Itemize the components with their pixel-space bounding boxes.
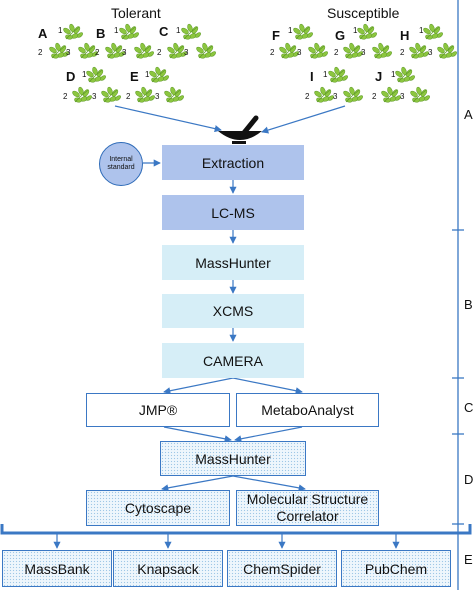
arrow-camera-to-jmp xyxy=(163,377,234,395)
replicate-2: 2 xyxy=(126,92,131,101)
replicate-1: 1 xyxy=(288,26,293,35)
replicate-3: 3 xyxy=(428,48,433,57)
replicate-3: 3 xyxy=(333,92,338,101)
replicate-3: 3 xyxy=(66,48,71,57)
replicate-3: 3 xyxy=(155,92,160,101)
masshunter-processing-box: MassHunter xyxy=(162,245,304,280)
replicate-1: 1 xyxy=(145,70,150,79)
massbank-box: MassBank xyxy=(2,550,112,587)
susceptible-title: Susceptible xyxy=(327,5,400,21)
plant-seedling-icon-a xyxy=(48,23,100,60)
stage-label-d: D xyxy=(464,472,474,487)
replicate-2: 2 xyxy=(305,92,310,101)
stage-label-c: C xyxy=(464,400,474,415)
molecular-structure-correlator-box: Molecular Structure Correlator xyxy=(236,490,379,526)
cytoscape-box: Cytoscape xyxy=(86,490,230,526)
plant-label-g: G xyxy=(335,28,346,43)
plant-seedling-icon-c xyxy=(166,23,218,60)
replicate-2: 2 xyxy=(38,48,43,57)
replicate-1: 1 xyxy=(353,26,358,35)
replicate-1: 1 xyxy=(114,26,119,35)
plant-seedling-icon-d xyxy=(71,66,123,104)
arrow-masshunter-to-msc xyxy=(232,475,306,492)
replicate-3: 3 xyxy=(92,92,97,101)
extraction-box: Extraction xyxy=(162,145,304,180)
plant-label-d: D xyxy=(66,69,76,84)
replicate-2: 2 xyxy=(157,48,162,57)
plant-seedling-icon-g xyxy=(342,23,394,60)
replicate-1: 1 xyxy=(419,26,424,35)
replicate-3: 3 xyxy=(122,48,127,57)
database-bracket xyxy=(0,524,472,535)
arrow-camera-to-metaboanalyst xyxy=(232,377,303,395)
arrow-masshunter-to-cytoscape xyxy=(161,475,234,492)
stage-label-b: B xyxy=(464,297,473,312)
plant-seedling-icon-i xyxy=(313,66,365,104)
replicate-1: 1 xyxy=(176,26,181,35)
arrow-metaboanalyst-to-masshunter xyxy=(234,426,303,443)
replicate-1: 1 xyxy=(58,26,63,35)
knapsack-box: Knapsack xyxy=(113,550,223,587)
tolerant-title: Tolerant xyxy=(111,5,161,21)
plant-label-b: B xyxy=(96,26,106,41)
replicate-2: 2 xyxy=(270,48,275,57)
chemspider-box: ChemSpider xyxy=(227,550,337,587)
replicate-1: 1 xyxy=(82,70,87,79)
plant-label-h: H xyxy=(400,28,410,43)
jmp-box: JMP® xyxy=(86,393,230,427)
camera-box: CAMERA xyxy=(162,343,304,378)
arrow-susceptible-to-mortar xyxy=(261,105,346,134)
xcms-box: XCMS xyxy=(162,294,304,328)
msc-line1: Molecular Structure xyxy=(246,491,369,507)
plant-label-a: A xyxy=(38,26,48,41)
replicate-3: 3 xyxy=(297,48,302,57)
replicate-2: 2 xyxy=(63,92,68,101)
plant-label-c: C xyxy=(159,24,169,39)
replicate-1: 1 xyxy=(323,70,328,79)
replicate-3: 3 xyxy=(400,92,405,101)
plant-seedling-icon-h xyxy=(408,23,459,60)
replicate-2: 2 xyxy=(334,48,339,57)
replicate-3: 3 xyxy=(184,48,189,57)
plant-seedling-icon-j xyxy=(380,66,432,104)
stage-bracket xyxy=(452,0,464,590)
lcms-box: LC-MS xyxy=(162,195,304,230)
masshunter-identification-box: MassHunter xyxy=(160,441,306,476)
replicate-3: 3 xyxy=(361,48,366,57)
metaboanalyst-box: MetaboAnalyst xyxy=(236,393,379,427)
internal-standard-node: Internal standard xyxy=(99,142,143,186)
mortar-pestle-icon xyxy=(218,115,262,144)
plant-seedling-icon-e xyxy=(134,66,186,104)
internal-standard-line1: Internal xyxy=(109,156,133,163)
internal-standard-line2: standard xyxy=(107,164,135,171)
plant-label-e: E xyxy=(130,69,139,84)
plant-label-j: J xyxy=(375,69,383,84)
replicate-2: 2 xyxy=(372,92,377,101)
replicate-1: 1 xyxy=(391,70,396,79)
stage-label-e: E xyxy=(464,552,473,567)
plant-seedling-icon-f xyxy=(278,23,330,60)
plant-seedling-icon-b xyxy=(104,23,156,60)
replicate-2: 2 xyxy=(95,48,100,57)
plant-label-f: F xyxy=(272,28,280,43)
stage-label-a: A xyxy=(464,107,473,122)
plant-label-i: I xyxy=(310,69,314,84)
pubchem-box: PubChem xyxy=(341,550,451,587)
arrow-tolerant-to-mortar xyxy=(114,105,222,133)
replicate-2: 2 xyxy=(400,48,405,57)
arrow-jmp-to-masshunter xyxy=(163,426,232,443)
msc-line2: Correlator xyxy=(276,508,339,524)
